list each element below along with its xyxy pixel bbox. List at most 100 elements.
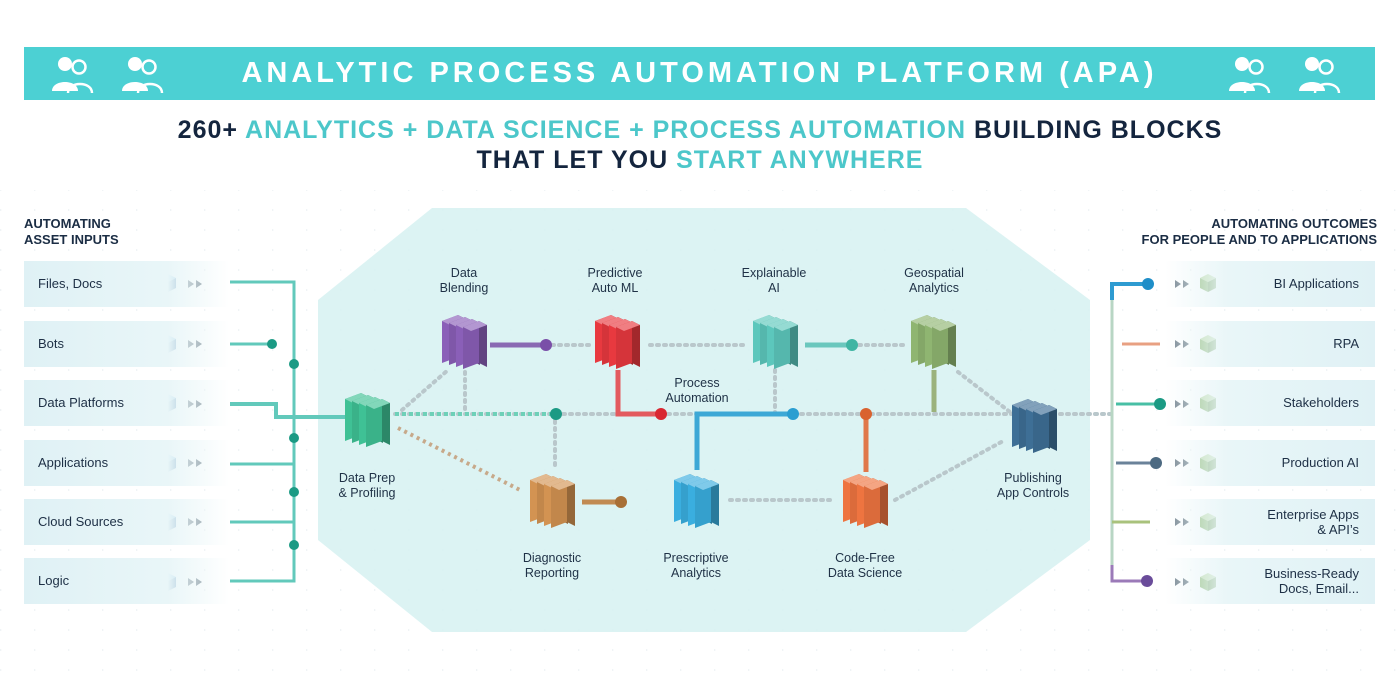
link-dataprep-blending: [400, 368, 450, 412]
headline-prefix-2: THAT LET YOU: [476, 146, 669, 174]
output-dots: [1141, 278, 1166, 587]
outputs-title-line-2: FOR PEOPLE AND TO APPLICATIONS: [1141, 232, 1377, 247]
cube-icon-diagnostic: [530, 474, 575, 528]
input-line-applications: [230, 438, 296, 466]
people-icon: [122, 57, 164, 94]
output-row-production-ai: Production AI: [1165, 440, 1375, 486]
banner-title: ANALYTIC PROCESS AUTOMATION PLATFORM (AP…: [241, 57, 1158, 89]
input-row-files: Files, Docs: [24, 261, 229, 307]
output-row-enterprise: Enterprise Apps & API’s: [1165, 499, 1375, 545]
label-code-free: Code-Free Data Science: [800, 551, 930, 581]
dot-explainable: [846, 339, 858, 351]
cube-icon-data-prep: [345, 393, 390, 447]
output-row-rpa: RPA: [1165, 321, 1375, 367]
link-dataprep-diagnostic: [397, 426, 521, 492]
label-line: Prescriptive: [663, 551, 729, 565]
input-row-data-platforms: Data Platforms: [24, 380, 229, 426]
label-line: & Profiling: [338, 486, 396, 500]
output-row-bi: BI Applications: [1165, 261, 1375, 307]
label-line: Data: [450, 266, 478, 280]
output-line-bi: [1110, 282, 1148, 300]
input-row-bots: Bots: [24, 321, 229, 367]
dot-production: [1150, 457, 1162, 469]
output-docs-line-2: Docs, Email...: [1278, 581, 1359, 596]
dot-cloud: [289, 487, 299, 497]
label-line: Diagnostic: [522, 551, 582, 565]
label-explainable: Explainable AI: [709, 266, 839, 296]
banner: ANALYTIC PROCESS AUTOMATION PLATFORM (AP…: [24, 47, 1375, 100]
input-row-cloud-sources: Cloud Sources: [24, 499, 229, 545]
label-line: Analytics: [908, 281, 960, 295]
cube-icon-predictive: [595, 315, 640, 369]
label-line: Data Science: [827, 566, 903, 580]
label-line: Data Prep: [338, 471, 396, 485]
label-data-blending: Data Blending: [399, 266, 529, 296]
label-process-automation: Process Automation: [632, 376, 762, 406]
label-geospatial: Geospatial Analytics: [869, 266, 999, 296]
label-line: Automation: [665, 391, 729, 405]
dot-diagnostic: [615, 496, 627, 508]
output-docs-line-1: Business-Ready: [1264, 566, 1359, 581]
dot-bots: [267, 339, 277, 349]
people-icon: [1229, 57, 1271, 94]
input-dots: [267, 339, 299, 550]
label-line: Predictive: [587, 266, 643, 280]
cube-icon-publishing: [1012, 399, 1057, 453]
label-line: Process: [674, 376, 720, 390]
output-connectors: [1110, 282, 1160, 583]
input-line-platforms: [230, 402, 345, 419]
output-row-docs: Business-Ready Docs, Email...: [1165, 558, 1375, 604]
inputs-title: AUTOMATING ASSET INPUTS: [24, 216, 119, 248]
label-line: App Controls: [996, 486, 1070, 500]
people-icon: [52, 57, 94, 94]
dot-green-main: [550, 408, 562, 420]
platform-hexagon: [318, 208, 1090, 632]
inputs-title-line-1: AUTOMATING: [24, 216, 111, 231]
link-process-blue: [694, 411, 793, 470]
headline-highlight-2: START ANYWHERE: [676, 146, 924, 174]
dot-process: [787, 408, 799, 420]
output-enterprise-line-1: Enterprise Apps: [1267, 507, 1359, 522]
dot-files: [289, 359, 299, 369]
dot-stakeholders: [1154, 398, 1166, 410]
output-row-stakeholders: Stakeholders: [1165, 380, 1375, 426]
label-line: Reporting: [524, 566, 580, 580]
cube-icon-data-blending: [442, 315, 487, 369]
label-line: AI: [768, 281, 780, 295]
label-line: Geospatial: [904, 266, 964, 280]
dot-docs: [1141, 575, 1153, 587]
label-data-prep: Data Prep & Profiling: [302, 471, 432, 501]
inputs-title-line-2: ASSET INPUTS: [24, 232, 119, 247]
dot-logic: [289, 540, 299, 550]
output-line-docs: [1110, 565, 1147, 583]
cube-icon-code-free: [843, 474, 888, 528]
link-predictive-red: [615, 370, 660, 417]
input-line-files: [230, 280, 296, 364]
headline-prefix: 260+: [177, 116, 238, 144]
dot-codefree: [860, 408, 872, 420]
connection-dots: [540, 339, 872, 508]
people-icon: [1299, 57, 1341, 94]
outputs-title: AUTOMATING OUTCOMES FOR PEOPLE AND TO AP…: [1142, 216, 1377, 248]
headline-line-2: THAT LET YOU START ANYWHERE: [0, 146, 1400, 175]
input-line-logic: [230, 545, 296, 583]
dot-applications: [289, 433, 299, 443]
outputs-title-line-1: AUTOMATING OUTCOMES: [1211, 216, 1377, 231]
input-line-cloud: [230, 492, 296, 524]
solid-connections: [395, 342, 937, 505]
label-line: Auto ML: [591, 281, 639, 295]
label-line: Code-Free: [835, 551, 895, 565]
label-publishing: Publishing App Controls: [968, 471, 1098, 501]
label-line: Analytics: [670, 566, 722, 580]
label-prescriptive: Prescriptive Analytics: [631, 551, 761, 581]
dot-bi: [1142, 278, 1154, 290]
dot-blending: [540, 339, 552, 351]
dot-predictive: [655, 408, 667, 420]
link-geo-publishing: [956, 370, 1012, 414]
label-line: Explainable: [741, 266, 807, 280]
cube-icon-geospatial: [911, 315, 956, 369]
input-row-logic: Logic: [24, 558, 229, 604]
headline-line-1: 260+ ANALYTICS + DATA SCIENCE + PROCESS …: [0, 116, 1400, 145]
headline-highlight: ANALYTICS + DATA SCIENCE + PROCESS AUTOM…: [245, 116, 967, 144]
